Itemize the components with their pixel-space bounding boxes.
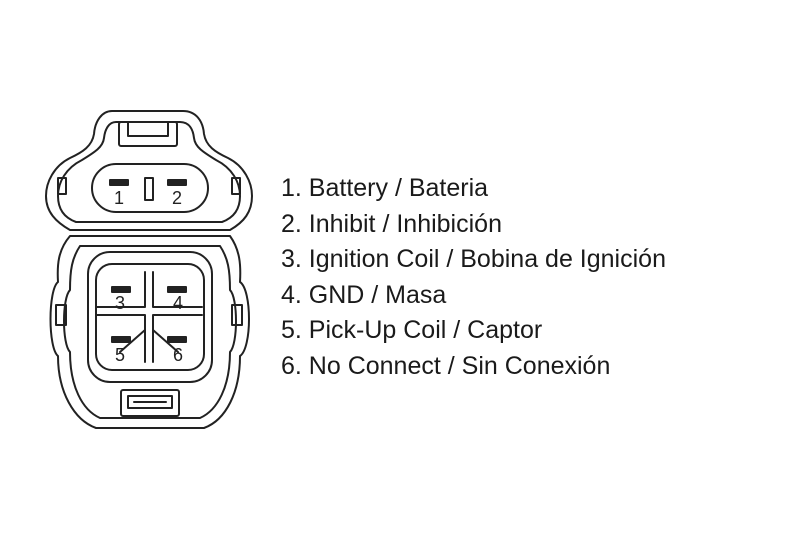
pin-3-number: 3 xyxy=(115,293,125,313)
two-pin-cavity xyxy=(91,163,209,213)
four-pin-cavity xyxy=(87,251,213,383)
pin-legend: 1. Battery / Bateria 2. Inhibit / Inhibi… xyxy=(281,171,666,385)
legend-item-3: 3. Ignition Coil / Bobina de Ignición xyxy=(281,245,666,274)
four-pin-housing xyxy=(49,235,250,429)
pin-1-terminal xyxy=(109,179,129,186)
cross-divider xyxy=(95,271,203,353)
pin-4-terminal xyxy=(167,286,187,293)
bottom-latch-tab xyxy=(127,395,173,409)
four-pin-housing-inner xyxy=(63,245,237,419)
two-pin-right-clip xyxy=(231,177,241,195)
two-pin-housing-outline xyxy=(45,110,253,231)
bottom-latch-outer xyxy=(120,389,180,417)
pin-2-terminal xyxy=(167,179,187,186)
legend-item-4: 4. GND / Masa xyxy=(281,280,447,309)
pin-6-terminal xyxy=(167,336,187,343)
pin-2-number: 2 xyxy=(172,188,182,208)
pin-4-number: 4 xyxy=(173,293,183,313)
two-pin-housing-inner xyxy=(57,121,241,223)
legend-item-6: 6. No Connect / Sin Conexión xyxy=(281,351,611,380)
pin-3-terminal xyxy=(111,286,131,293)
left-side-clip xyxy=(55,304,67,326)
cross-divider-lower xyxy=(144,329,154,363)
connector-diagram: 1 2 3 4 5 6 xyxy=(45,110,253,429)
pin-1-number: 1 xyxy=(114,188,124,208)
pin-5-terminal xyxy=(111,336,131,343)
legend-item-5: 5. Pick-Up Coil / Captor xyxy=(281,316,543,345)
pin-6-number: 6 xyxy=(173,345,183,365)
top-latch-outer xyxy=(118,121,178,147)
polarizing-key xyxy=(144,177,154,201)
two-pin-left-clip xyxy=(57,177,67,195)
four-pin-cavity-inner xyxy=(95,263,205,371)
two-pin-housing xyxy=(45,110,253,231)
top-latch-tab xyxy=(127,121,169,137)
legend-item-2: 2. Inhibit / Inhibición xyxy=(281,209,502,238)
right-side-clip xyxy=(231,304,243,326)
four-pin-housing-outline xyxy=(49,235,250,429)
pin-5-number: 5 xyxy=(115,345,125,365)
legend-item-1: 1. Battery / Bateria xyxy=(281,174,489,202)
